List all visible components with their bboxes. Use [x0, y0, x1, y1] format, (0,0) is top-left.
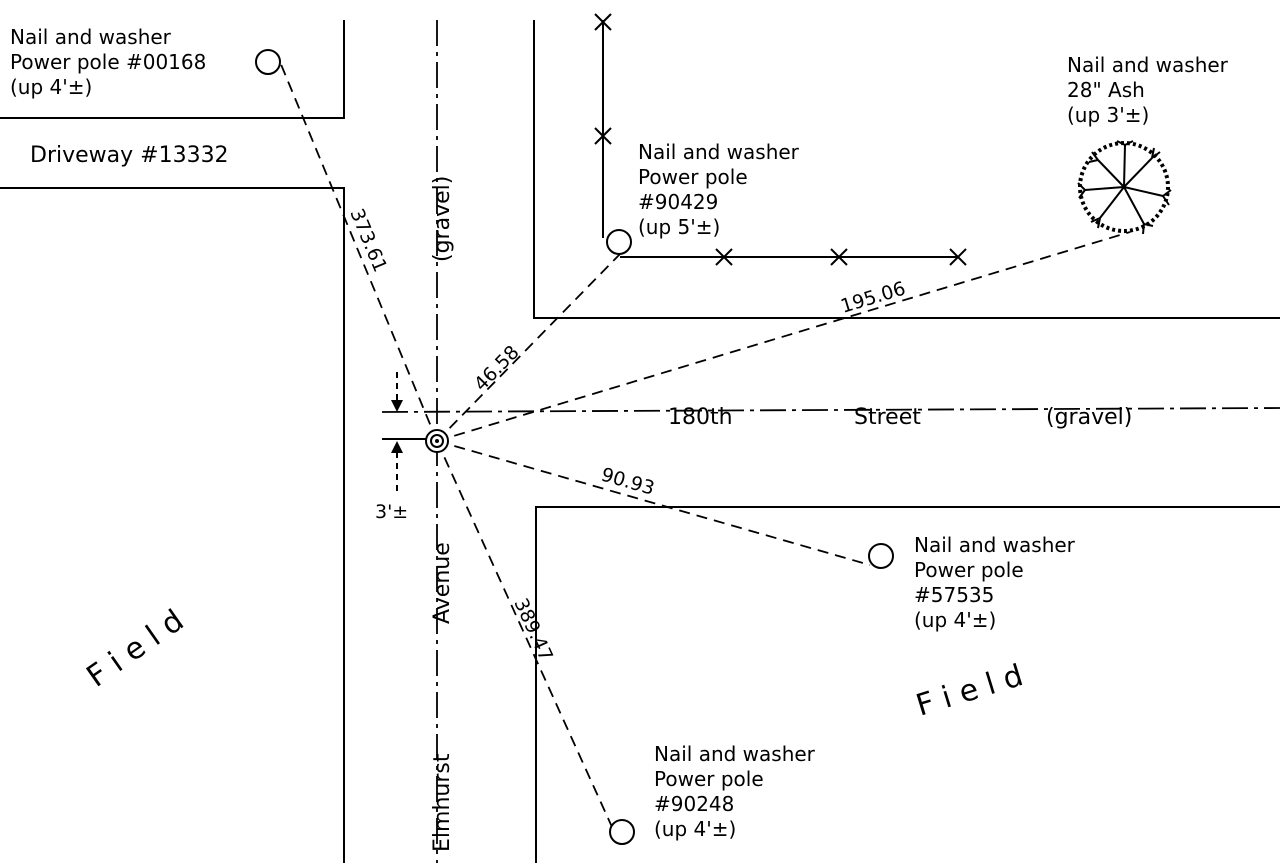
svg-text:#57535: #57535 — [914, 583, 994, 607]
field-west-label: F i e l d — [81, 603, 191, 695]
tie-to-ash-tree — [436, 231, 1131, 442]
distance-to-ash-tree: 195.06 — [838, 278, 908, 318]
distance-to-pole-90429: 46.58 — [470, 341, 524, 395]
avenue-name-label-2: Avenue — [430, 542, 455, 624]
svg-text:Nail and washer: Nail and washer — [654, 742, 816, 766]
svg-text:28" Ash: 28" Ash — [1067, 78, 1145, 102]
fence-x-marker — [594, 127, 612, 145]
svg-text:(up 4'±): (up 4'±) — [10, 75, 92, 99]
svg-text:(up 5'±): (up 5'±) — [638, 215, 720, 239]
fence-x-marker — [949, 248, 967, 266]
pole-57535-symbol — [868, 543, 894, 569]
fence-lines — [594, 13, 967, 266]
pole-90248-label: Nail and washer Power pole #90248 (up 4'… — [654, 742, 816, 841]
street-name-label-1: 180th — [668, 405, 733, 430]
distance-to-pole-57535: 90.93 — [599, 464, 657, 500]
pole-00168-symbol — [255, 49, 281, 75]
svg-text:(up 3'±): (up 3'±) — [1067, 103, 1149, 127]
street-surface-label: (gravel) — [1046, 405, 1132, 430]
avenue-surface-label: (gravel) — [430, 176, 455, 262]
ash-tree-label: Nail and washer 28" Ash (up 3'±) — [1067, 53, 1229, 127]
svg-text:Power pole: Power pole — [914, 558, 1024, 582]
svg-text:Nail and washer: Nail and washer — [638, 140, 800, 164]
tie-to-pole-00168 — [279, 61, 438, 442]
svg-text:Nail and washer: Nail and washer — [914, 533, 1076, 557]
svg-text:(up 4'±): (up 4'±) — [914, 608, 996, 632]
fence-x-marker — [830, 248, 848, 266]
field-east-label: F i e l d — [912, 658, 1027, 724]
180th-street-centerline — [381, 407, 1280, 413]
pole-57535-label: Nail and washer Power pole #57535 (up 4'… — [914, 533, 1076, 632]
svg-text:Power pole: Power pole — [654, 767, 764, 791]
northeast-parcel-edge — [533, 20, 1280, 319]
pole-90248-symbol — [609, 819, 635, 845]
tie-to-pole-90429 — [436, 251, 623, 442]
svg-text:Power pole #00168: Power pole #00168 — [10, 50, 206, 74]
offset-label: 3'± — [375, 501, 408, 523]
svg-text:#90429: #90429 — [638, 190, 718, 214]
ash-tree-symbol — [1077, 140, 1172, 235]
pole-90429-label: Nail and washer Power pole #90429 (up 5'… — [638, 140, 800, 239]
tie-to-pole-57535 — [436, 440, 871, 566]
svg-text:#90248: #90248 — [654, 792, 734, 816]
svg-text:Nail and washer: Nail and washer — [1067, 53, 1229, 77]
control-point-symbol — [425, 429, 449, 453]
svg-text:Nail and washer: Nail and washer — [10, 25, 172, 49]
fence-x-marker — [715, 248, 733, 266]
svg-text:Power pole: Power pole — [638, 165, 748, 189]
driveway-label: Driveway #13332 — [30, 143, 229, 168]
driveway-north-edge — [0, 20, 345, 119]
pole-00168-label: Nail and washer Power pole #00168 (up 4'… — [10, 25, 206, 99]
fence-x-marker — [594, 13, 612, 31]
boundary-lines — [0, 20, 1280, 863]
distance-to-pole-00168: 373.61 — [345, 205, 391, 275]
pole-90429-symbol — [606, 229, 632, 255]
distance-to-pole-90248: 389.47 — [509, 595, 557, 665]
southeast-parcel-edge — [535, 506, 1280, 863]
street-name-label-2: Street — [854, 405, 921, 430]
tie-lines — [279, 61, 1131, 828]
driveway-south-edge — [0, 187, 345, 863]
avenue-name-label-1: Elmhurst — [430, 753, 455, 852]
svg-text:(up 4'±): (up 4'±) — [654, 817, 736, 841]
